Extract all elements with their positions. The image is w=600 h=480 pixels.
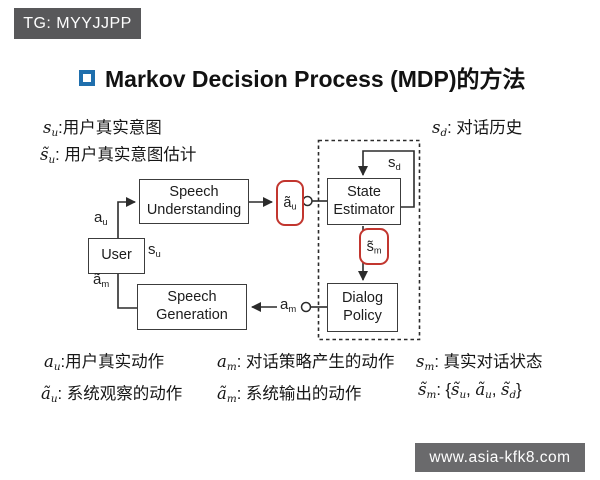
au-tilde-highlight-box: ãu <box>276 180 304 226</box>
slide-title-row: Markov Decision Process (MDP)的方法 <box>79 60 526 94</box>
sm-tilde-highlight-box: s̃m <box>359 228 389 265</box>
signal-label-sd: sd <box>388 154 401 173</box>
watermark-url-badge: www.asia-kfk8.com <box>415 443 585 472</box>
legend-am-policy-action: am: 对话策略产生的动作 <box>217 352 395 374</box>
connector-node-au-tilde <box>302 195 313 207</box>
legend-sm-true-state: sm: 真实对话状态 <box>416 352 543 374</box>
arrow-sd-feedback-loop <box>358 150 415 208</box>
line-user-to-speech-generation <box>117 274 137 309</box>
signal-label-am-tilde: ãm <box>93 271 110 290</box>
square-bullet-icon <box>79 70 95 86</box>
connector-node-am <box>300 301 312 313</box>
state-estimator-box: State Estimator <box>327 178 401 225</box>
legend-su-tilde-estimate: s̃u: 用户真实意图估计 <box>40 145 197 167</box>
signal-label-au: au <box>94 209 108 228</box>
legend-au-user-action: au:用户真实动作 <box>44 352 165 374</box>
legend-su-true-intent: su:用户真实意图 <box>43 118 162 140</box>
speech-generation-box: Speech Generation <box>137 284 247 330</box>
legend-sm-tilde-composition: s̃m: {s̃u, ãu, s̃d} <box>418 380 522 402</box>
signal-label-am: am <box>280 296 297 315</box>
legend-au-tilde-observed-action: ãu: 系统观察的动作 <box>41 384 183 406</box>
dashed-system-boundary <box>317 139 421 341</box>
legend-sd-dialog-history: sd: 对话历史 <box>432 118 523 140</box>
arrow-user-to-speech-understanding <box>117 197 136 238</box>
page-title: Markov Decision Process (MDP)的方法 <box>105 66 526 92</box>
signal-label-su: su <box>148 241 161 260</box>
dialog-policy-box: Dialog Policy <box>327 283 398 332</box>
user-box: User <box>88 238 145 274</box>
watermark-badge-top: TG: MYYJJPP <box>14 8 141 39</box>
speech-understanding-box: Speech Understanding <box>139 179 249 224</box>
legend-am-tilde-output-action: ãm: 系统输出的动作 <box>217 384 362 406</box>
